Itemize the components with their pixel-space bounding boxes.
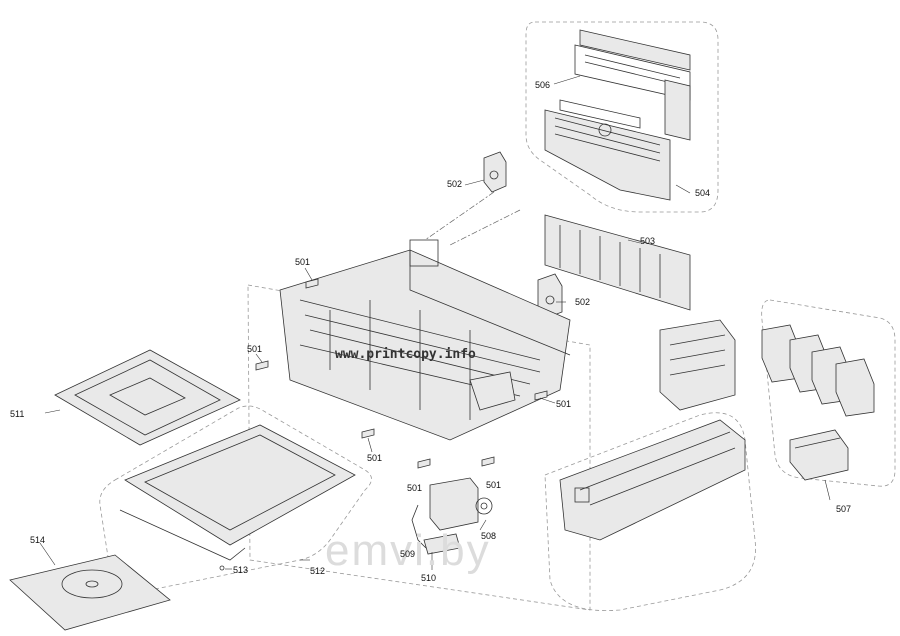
cartridge-set: [761, 324, 875, 417]
assembly-ink-system-base: [559, 419, 746, 541]
part-512-paper-tray: [119, 424, 356, 561]
callout-501-d: 501: [367, 453, 382, 463]
leader-lines: [39, 75, 831, 570]
callout-504: 504: [695, 188, 710, 198]
group-outline-cartridges: [761, 299, 896, 487]
part-510-bracket: [423, 533, 461, 570]
assembly-print-head-carriage: [659, 319, 736, 411]
callout-512: 512: [310, 566, 325, 576]
callout-502-lower: 502: [575, 297, 590, 307]
callout-labels: 506 504 502 503 501 502 501 511 501 501 …: [10, 80, 851, 583]
callout-514: 514: [30, 535, 45, 545]
callout-501-b: 501: [247, 344, 262, 354]
callout-502-upper: 502: [447, 179, 462, 189]
callout-510: 510: [421, 573, 436, 583]
part-508-power-unit: [429, 477, 493, 531]
assembly-main-chassis: [279, 239, 571, 441]
callout-501-c: 501: [556, 399, 571, 409]
callout-506: 506: [535, 80, 550, 90]
callout-507: 507: [836, 504, 851, 514]
part-502-motor-upper: [424, 151, 507, 241]
group-outline-top-right: [525, 21, 719, 213]
callout-511: 511: [10, 409, 24, 419]
watermark-emvi: emvi.by: [325, 526, 491, 575]
callout-513: 513: [233, 565, 248, 575]
assembly-504-scanner-frame: [544, 99, 671, 201]
part-501-clip-a: [304, 267, 319, 289]
part-513-pin: [219, 565, 225, 571]
part-501-clip-b: [255, 353, 269, 371]
group-outline-trays: [99, 405, 372, 592]
part-501-clip-c: [534, 390, 548, 401]
callout-509: 509: [400, 549, 415, 559]
group-outline-right-bottom: [544, 412, 756, 611]
part-501-clip-d: [361, 428, 375, 453]
callout-501-f: 501: [407, 483, 422, 493]
part-501-clip-f: [417, 458, 431, 469]
callout-501-a: 501: [295, 257, 310, 267]
part-509-cable: [411, 504, 427, 549]
part-507-maintenance-box: [789, 429, 849, 481]
callout-503: 503: [640, 236, 655, 246]
assembly-506-top-cover: [574, 29, 691, 141]
part-503-guide-frame: [449, 209, 691, 311]
callout-501-e: 501: [486, 480, 501, 490]
callout-508: 508: [481, 531, 496, 541]
watermark-printcopy: www.printcopy.info: [335, 347, 476, 362]
part-511-output-tray: [54, 349, 241, 446]
part-501-clip-e: [481, 456, 495, 467]
part-514-cd-tray: [9, 554, 171, 631]
